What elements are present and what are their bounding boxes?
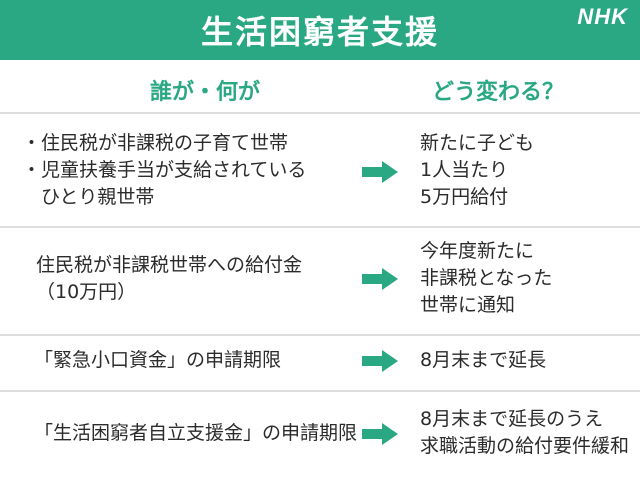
row-result-line: 非課税となった: [420, 267, 553, 289]
row-subject-line: 「生活困窮者自立支援金」の申請期限: [34, 422, 358, 444]
row-subject-line: 住民税が非課税世帯への給付金: [36, 254, 303, 276]
table-row: 「生活困窮者自立支援金」の申請期限 8月末まで延長のうえ 求職活動の給付要件緩和: [0, 392, 640, 478]
row-subject-line: （10万円）: [36, 281, 137, 303]
row-subject-line: 「緊急小口資金」の申請期限: [34, 349, 282, 371]
nhk-logo: NHK: [577, 4, 628, 29]
row-subject-line: ・児童扶養手当が支給されている: [22, 159, 307, 181]
row-result-line: 求職活動の給付要件緩和: [420, 435, 630, 457]
row-result-line: 8月末まで延長: [420, 349, 547, 371]
row-result-line: 新たに子ども: [420, 132, 535, 154]
arrow-right-icon: [362, 161, 398, 183]
arrow-right-icon: [362, 350, 398, 372]
row-result: 新たに子ども 1人当たり 5万円給付: [420, 130, 534, 211]
page-title: 生活困窮者支援: [200, 13, 439, 51]
row-subject: 「緊急小口資金」の申請期限: [34, 347, 281, 374]
row-subject: ・住民税が非課税の子育て世帯 ・児童扶養手当が支給されている ひとり親世帯: [22, 130, 306, 211]
arrow-right-icon: [362, 423, 398, 445]
arrow-right-icon: [362, 268, 398, 290]
row-result-line: 5万円給付: [420, 186, 509, 208]
divider: [0, 390, 640, 392]
column-header-change: どう変わる？: [432, 80, 565, 105]
table-row: 「緊急小口資金」の申請期限 8月末まで延長: [0, 336, 640, 386]
row-result-line: 8月末まで延長のうえ: [420, 408, 604, 430]
row-result: 8月末まで延長: [420, 347, 546, 374]
row-result-line: 1人当たり: [420, 159, 509, 181]
row-subject: 「生活困窮者自立支援金」の申請期限: [34, 420, 357, 447]
table-row: ・住民税が非課税の子育て世帯 ・児童扶養手当が支給されている ひとり親世帯 新た…: [0, 124, 640, 224]
divider: [0, 334, 640, 336]
row-result: 8月末まで延長のうえ 求職活動の給付要件緩和: [420, 406, 629, 460]
row-result-line: 今年度新たに: [420, 240, 535, 262]
header-bar: 生活困窮者支援 NHK: [0, 0, 640, 60]
divider: [0, 112, 640, 114]
table-row: 住民税が非課税世帯への給付金 （10万円） 今年度新たに 非課税となった 世帯に…: [0, 230, 640, 330]
row-result: 今年度新たに 非課税となった 世帯に通知: [420, 238, 552, 319]
row-subject-line: ひとり親世帯: [22, 186, 155, 208]
row-subject: 住民税が非課税世帯への給付金 （10万円）: [36, 252, 302, 306]
row-subject-line: ・住民税が非課税の子育て世帯: [22, 132, 289, 154]
divider: [0, 226, 640, 228]
row-result-line: 世帯に通知: [420, 294, 516, 316]
column-header-who: 誰が・何が: [150, 80, 261, 105]
